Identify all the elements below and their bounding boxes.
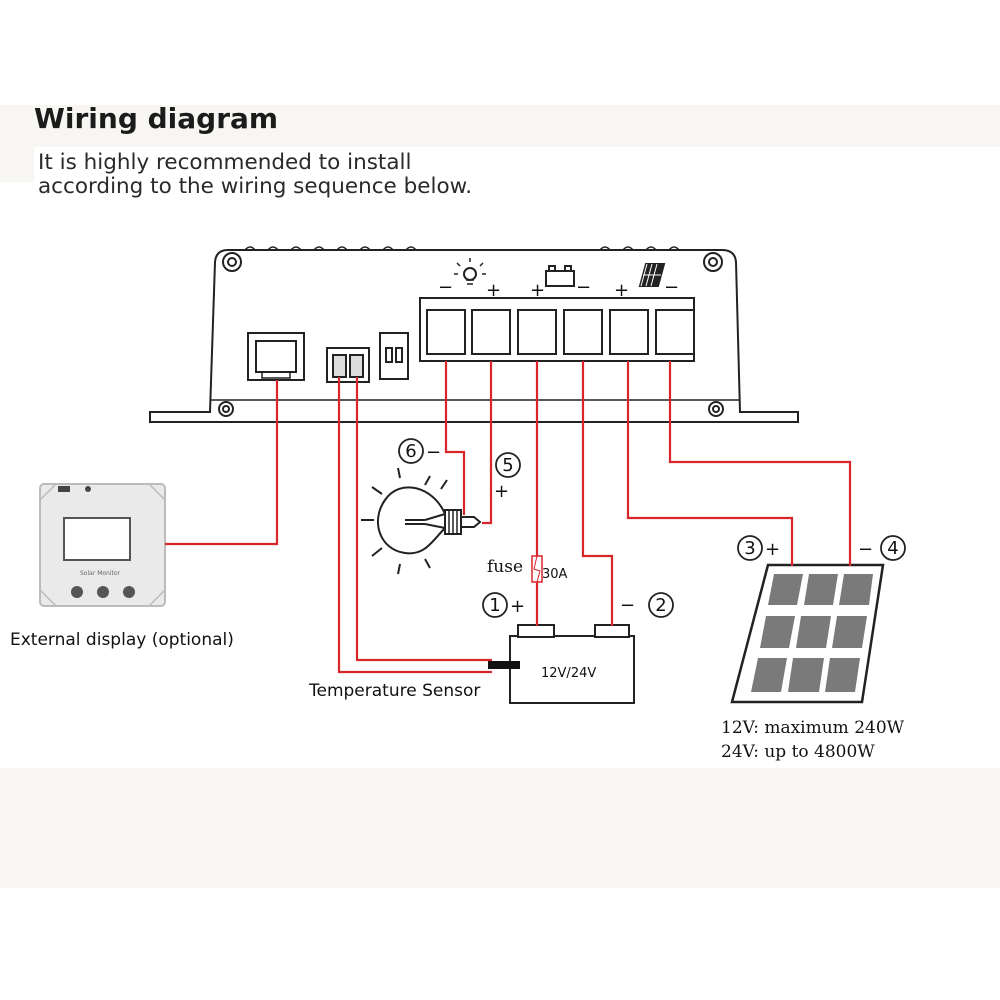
solar-panel [730,563,885,704]
lamp-minus-sign: − [438,277,453,298]
battery-minus-sign: − [576,277,591,298]
step-5-sign: + [494,481,509,502]
step-1-number: 1 [489,595,500,616]
footer-band [0,768,1000,888]
step-2-marker [648,592,674,618]
wire-display [165,380,279,546]
screw-icon [222,252,242,272]
screw-icon [703,252,723,272]
subtitle-line-1: It is highly recommended to install [38,150,412,175]
wire-battery-negative [581,361,614,626]
fuse-rating: 30A [542,567,568,582]
step-6-number: 6 [405,441,416,462]
wire-temp-sensor-a [337,377,492,674]
solar-panel-icon [638,263,666,287]
battery-icon [545,265,575,287]
battery-plus-sign: + [530,280,545,301]
step-4-sign: − [858,539,873,560]
wire-load-positive [482,361,493,525]
temperature-sensor-port [326,347,370,383]
fuse [531,555,543,583]
controller [149,246,799,423]
screw-icon [708,401,724,417]
display-screen-text: Solar Monitor [80,570,121,577]
load-lamp [361,467,482,575]
step-3-marker [737,535,763,561]
page-title: Wiring diagram [34,102,279,135]
wire-load-negative [444,361,466,515]
screw-icon [218,401,234,417]
step-2-sign: − [620,595,635,616]
external-display [39,483,166,607]
step-4-marker [880,535,906,561]
header-band [0,105,1000,147]
panel-spec-line-1: 12V: maximum 240W [721,718,905,738]
lamp-plus-sign: + [486,280,501,301]
battery-voltage: 12V/24V [541,666,596,681]
wire-solar-negative [668,361,852,566]
wire-temp-sensor-b [355,377,492,662]
step-5-marker [495,452,521,478]
subtitle-line-2: according to the wiring sequence below. [38,174,473,199]
lamp-icon [454,258,486,285]
wire-solar-positive [626,361,794,566]
step-5-number: 5 [502,455,513,476]
solar-minus-sign: − [664,277,679,298]
temperature-sensor-label: Temperature Sensor [308,681,480,701]
step-4-number: 4 [887,538,898,559]
battery [509,624,635,704]
switch-port [379,332,409,380]
step-1-sign: + [510,596,525,617]
step-1-marker [482,592,508,618]
step-2-number: 2 [655,595,666,616]
step-3-number: 3 [744,538,755,559]
solar-plus-sign: + [614,280,629,301]
step-3-sign: + [765,539,780,560]
step-6-sign: − [426,442,441,463]
fuse-label: fuse [487,557,523,577]
panel-spec-line-2: 24V: up to 4800W [721,742,875,762]
external-display-label: External display (optional) [10,630,234,650]
temperature-sensor-probe [488,661,520,669]
subtitle-band [0,147,34,182]
terminal-block [419,297,695,362]
wires [165,361,852,674]
step-6-marker [398,438,424,464]
